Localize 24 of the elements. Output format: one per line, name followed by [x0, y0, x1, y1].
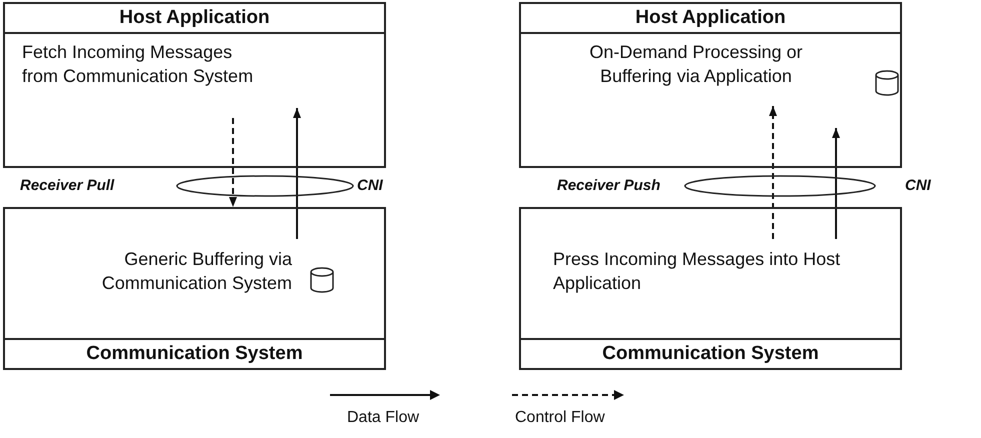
interface-label: CNI	[905, 177, 931, 194]
layer-description: Press Incoming Messages into Host Application	[553, 248, 842, 295]
layer-box	[519, 2, 902, 168]
interface-label: Receiver Push	[557, 177, 660, 194]
layer-description: Generic Buffering via Communication System	[100, 248, 292, 295]
database-icon	[310, 267, 334, 293]
interface-label: Receiver Pull	[20, 177, 114, 194]
flow-arrow	[229, 118, 237, 207]
flow-arrow	[293, 108, 301, 239]
layer-description: Fetch Incoming Messages from Communication System	[22, 41, 254, 88]
layer-box	[519, 207, 902, 370]
legend-label: Data Flow	[347, 409, 420, 427]
layer-box	[3, 2, 386, 168]
layer-box	[3, 207, 386, 370]
layer-title: Communication System	[602, 342, 819, 366]
interface-label: CNI	[357, 177, 383, 194]
flow-arrow	[832, 128, 840, 239]
legend-label: Control Flow	[515, 409, 605, 427]
layer-title: Host Application	[635, 6, 786, 30]
layer-title: Host Application	[119, 6, 270, 30]
layer-title: Communication System	[86, 342, 303, 366]
flow-arrow	[769, 106, 777, 239]
database-icon	[875, 70, 899, 96]
layer-description: On-Demand Processing or Buffering via Application	[588, 41, 804, 88]
